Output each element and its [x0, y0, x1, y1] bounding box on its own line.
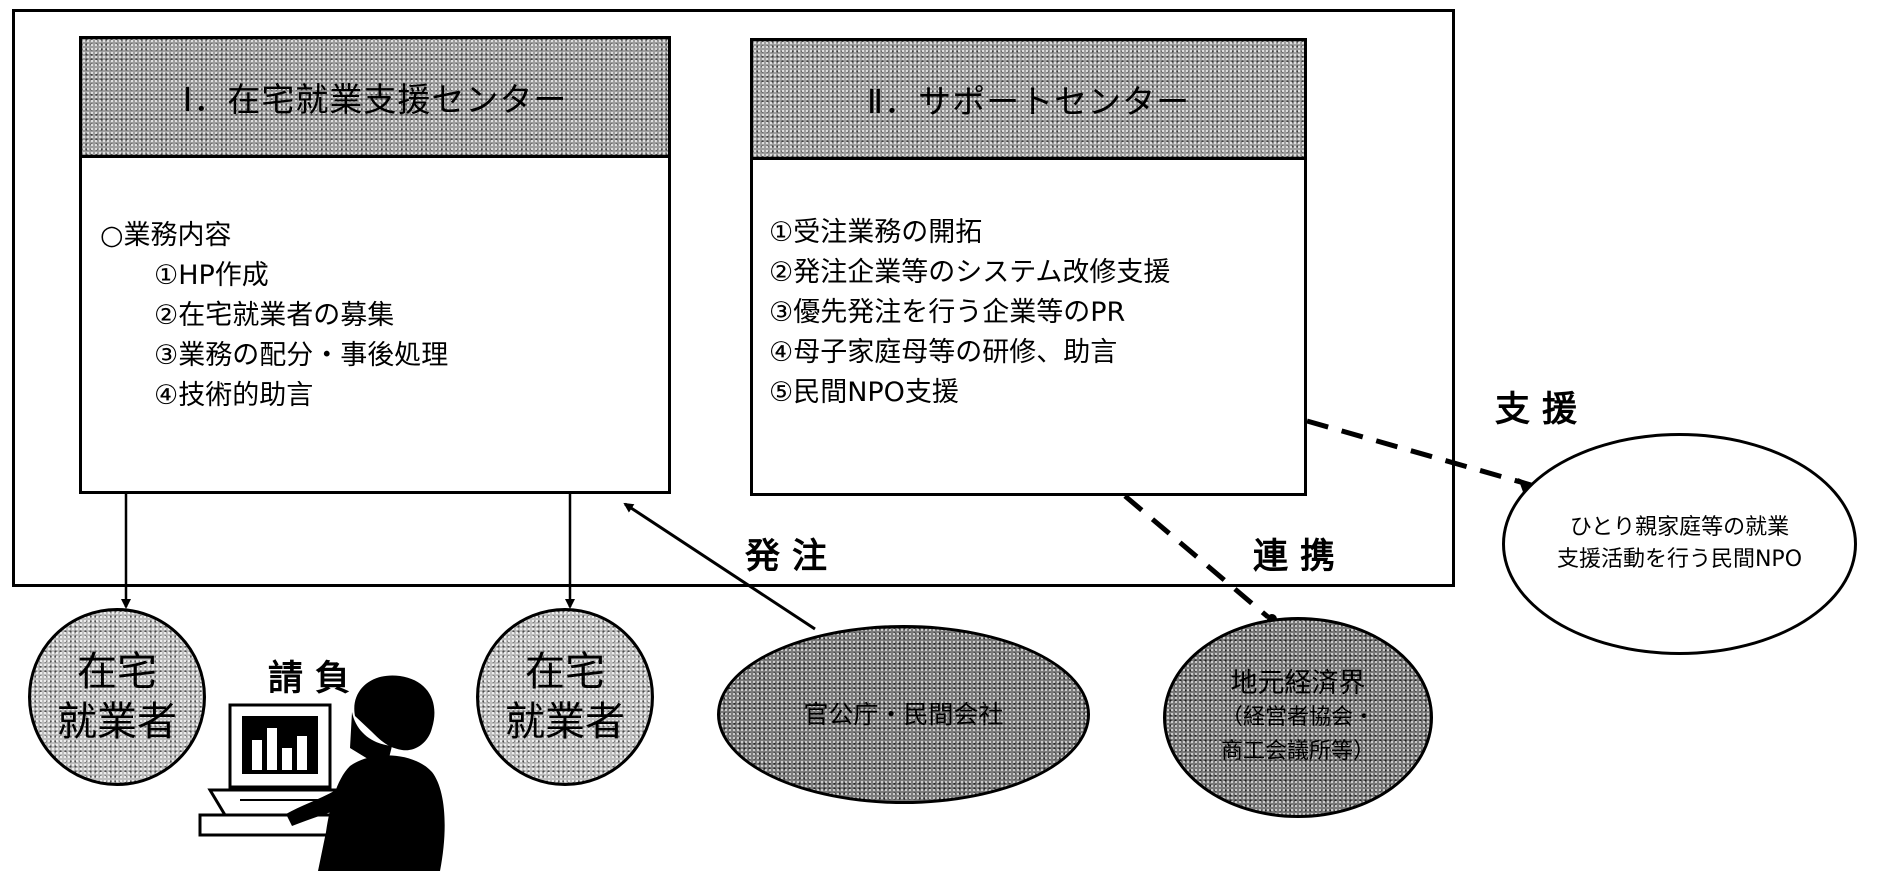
center2-item: ③優先発注を行う企業等のPR: [769, 297, 1126, 328]
worker-right-line1: 在宅: [525, 649, 605, 695]
local-economy-ellipse: 地元経済界 （経営者協会・ 商工会議所等）: [1163, 617, 1433, 818]
local-economy-detail-1: （経営者協会・: [1220, 704, 1375, 730]
center1-title: Ⅰ．在宅就業支援センター: [182, 80, 568, 119]
center2-item: ②発注企業等のシステム改修支援: [769, 257, 1171, 288]
cooperation-line: [1123, 494, 1270, 619]
center1-item: ②在宅就業者の募集: [154, 300, 395, 331]
center1-heading: ○業務内容: [100, 220, 232, 251]
worker-right-line2: 就業者: [505, 699, 625, 745]
label-order: 発注: [745, 537, 840, 577]
worker-left-line2: 就業者: [57, 699, 177, 745]
center1-box: Ⅰ．在宅就業支援センター ○業務内容 ①HP作成 ②在宅就業者の募集 ③業務の配…: [79, 36, 671, 494]
support-line: [1306, 418, 1532, 488]
worker-left: 在宅 就業者: [28, 608, 206, 786]
center2-item: ⑤民間NPO支援: [769, 377, 959, 408]
center2-list: ①受注業務の開拓 ②発注企業等のシステム改修支援 ③優先発注を行う企業等のPR …: [769, 213, 1170, 413]
label-cooperation: 連携: [1253, 537, 1348, 577]
local-economy-detail-2: 商工会議所等）: [1220, 738, 1375, 764]
center2-item: ④母子家庭母等の研修、助言: [769, 337, 1118, 368]
center1-item: ①HP作成: [154, 260, 269, 291]
center1-list: ○業務内容 ①HP作成 ②在宅就業者の募集 ③業務の配分・事後処理 ④技術的助言: [100, 216, 448, 416]
label-contract: 請負: [268, 659, 363, 699]
center2-header: Ⅱ．サポートセンター: [753, 41, 1304, 160]
agencies-label: 官公庁・民間会社: [803, 699, 1004, 729]
center1-header: Ⅰ．在宅就業支援センター: [82, 39, 668, 158]
worker-left-line1: 在宅: [77, 649, 157, 695]
npo-line1: ひとり親家庭等の就業: [1569, 515, 1790, 540]
support-arrowhead: [1518, 478, 1536, 492]
order-arrow: [623, 502, 816, 631]
center2-box: Ⅱ．サポートセンター ①受注業務の開拓 ②発注企業等のシステム改修支援 ③優先発…: [750, 38, 1307, 496]
local-economy-title: 地元経済界: [1230, 667, 1366, 699]
person-icon: [286, 675, 445, 871]
center2-item: ①受注業務の開拓: [769, 217, 983, 248]
label-support: 支援: [1495, 390, 1590, 430]
npo-line2: 支援活動を行う民間NPO: [1556, 547, 1803, 572]
center1-item: ③業務の配分・事後処理: [154, 340, 449, 371]
computer-monitor-icon: [198, 703, 372, 837]
worker-right: 在宅 就業者: [476, 608, 654, 786]
agencies-ellipse: 官公庁・民間会社: [717, 625, 1090, 804]
center2-title: Ⅱ．サポートセンター: [866, 82, 1191, 121]
npo-ellipse: ひとり親家庭等の就業 支援活動を行う民間NPO: [1502, 433, 1857, 655]
center1-item: ④技術的助言: [154, 380, 314, 411]
